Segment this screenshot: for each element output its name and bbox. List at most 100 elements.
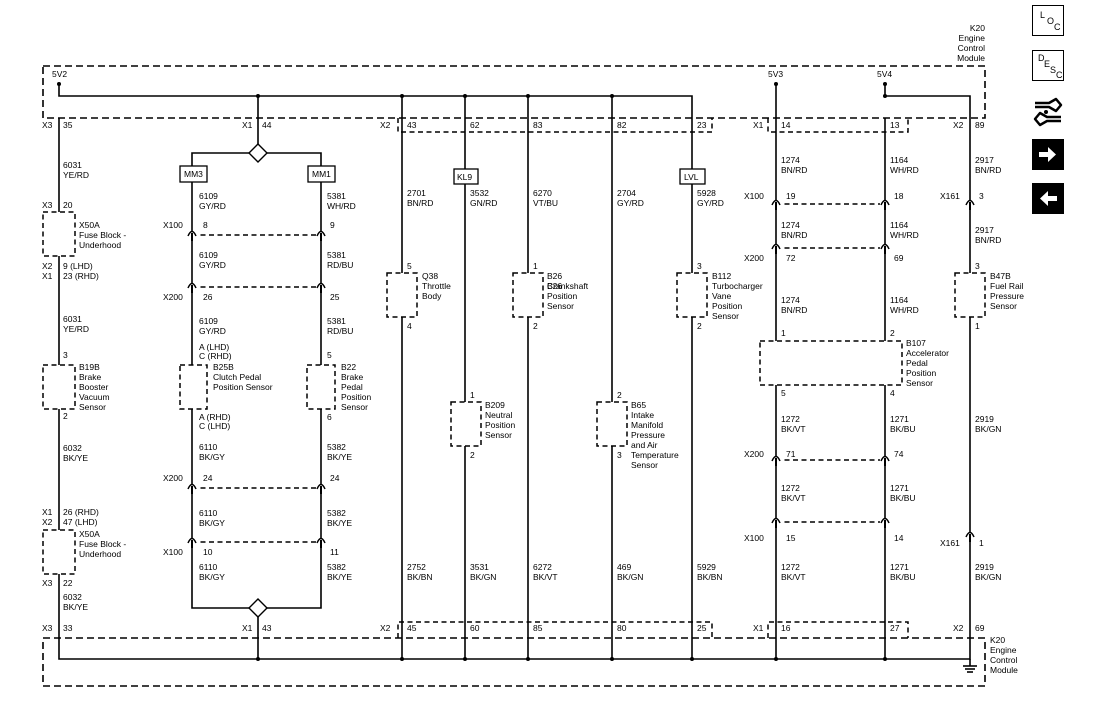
svg-text:Position: Position xyxy=(547,291,578,301)
svg-text:BK/VT: BK/VT xyxy=(533,572,558,582)
pin-female xyxy=(880,243,890,250)
svg-text:Engine: Engine xyxy=(959,33,986,43)
svg-text:71: 71 xyxy=(786,449,796,459)
svg-text:BN/RD: BN/RD xyxy=(407,198,433,208)
svg-text:2: 2 xyxy=(617,390,622,400)
svg-text:Sensor: Sensor xyxy=(547,301,574,311)
pin-female xyxy=(771,517,781,524)
svg-text:1: 1 xyxy=(979,538,984,548)
svg-text:44: 44 xyxy=(262,120,272,130)
svg-text:RD/BU: RD/BU xyxy=(327,326,353,336)
svg-text:X1: X1 xyxy=(753,623,764,633)
svg-text:Fuse Block -: Fuse Block - xyxy=(79,539,126,549)
tag-mm3 xyxy=(179,165,208,183)
svg-text:Engine: Engine xyxy=(990,645,1017,655)
description-button[interactable]: D E S C xyxy=(1032,50,1064,81)
svg-text:5929: 5929 xyxy=(697,562,716,572)
module-label-top: K20 Engine Control Module xyxy=(957,23,985,63)
pin-female xyxy=(965,531,975,538)
svg-text:C (LHD): C (LHD) xyxy=(199,421,230,431)
pin-female xyxy=(187,537,197,544)
splice-top xyxy=(248,143,268,163)
svg-text:89: 89 xyxy=(975,120,985,130)
svg-text:KL9: KL9 xyxy=(457,172,472,182)
connector-view-button[interactable] xyxy=(1032,95,1064,131)
svg-text:BK/YE: BK/YE xyxy=(327,518,352,528)
svg-text:6032: 6032 xyxy=(63,443,82,453)
svg-text:25: 25 xyxy=(330,292,340,302)
svg-text:Booster: Booster xyxy=(79,382,108,392)
svg-text:6270: 6270 xyxy=(533,188,552,198)
x1-bottom-bracket xyxy=(767,621,909,638)
svg-text:BK/YE: BK/YE xyxy=(63,453,88,463)
svg-text:X100: X100 xyxy=(744,191,764,201)
svg-text:6110: 6110 xyxy=(199,442,218,452)
module-bottom-box xyxy=(42,637,986,687)
svg-text:X1: X1 xyxy=(242,120,253,130)
svg-text:X3: X3 xyxy=(42,200,53,210)
svg-text:A (LHD): A (LHD) xyxy=(199,342,229,352)
svg-text:MM1: MM1 xyxy=(312,169,331,179)
svg-text:Position Sensor: Position Sensor xyxy=(213,382,273,392)
svg-text:BK/VT: BK/VT xyxy=(781,424,806,434)
svg-text:X2: X2 xyxy=(953,623,964,633)
svg-text:11: 11 xyxy=(330,547,339,557)
svg-text:Manifold: Manifold xyxy=(631,420,663,430)
svg-text:BN/RD: BN/RD xyxy=(781,230,807,240)
pin-female xyxy=(771,455,781,462)
sensor-b22 xyxy=(306,364,336,410)
svg-text:Sensor: Sensor xyxy=(341,402,368,412)
svg-text:9: 9 xyxy=(330,220,335,230)
svg-text:6031: 6031 xyxy=(63,160,82,170)
svg-text:5928: 5928 xyxy=(697,188,716,198)
svg-text:WH/RD: WH/RD xyxy=(890,230,919,240)
svg-text:62: 62 xyxy=(470,120,480,130)
svg-text:X3: X3 xyxy=(42,120,53,130)
svg-text:Underhood: Underhood xyxy=(79,549,121,559)
svg-text:BK/GY: BK/GY xyxy=(199,518,225,528)
svg-text:Vacuum: Vacuum xyxy=(79,392,110,402)
svg-text:1271: 1271 xyxy=(890,483,909,493)
svg-text:Vane: Vane xyxy=(712,291,731,301)
svg-text:2: 2 xyxy=(697,321,702,331)
svg-text:3531: 3531 xyxy=(470,562,489,572)
svg-text:5382: 5382 xyxy=(327,508,346,518)
svg-text:VT/BU: VT/BU xyxy=(533,198,558,208)
svg-text:A (RHD): A (RHD) xyxy=(199,412,231,422)
svg-text:X2: X2 xyxy=(953,120,964,130)
svg-text:B209: B209 xyxy=(485,400,505,410)
svg-text:2: 2 xyxy=(470,450,475,460)
svg-text:5382: 5382 xyxy=(327,442,346,452)
svg-text:5382: 5382 xyxy=(327,562,346,572)
svg-text:Sensor: Sensor xyxy=(990,301,1017,311)
svg-text:B47B: B47B xyxy=(990,271,1011,281)
svg-text:Position: Position xyxy=(712,301,743,311)
svg-text:Module: Module xyxy=(957,53,985,63)
svg-text:Underhood: Underhood xyxy=(79,240,121,250)
svg-text:Sensor: Sensor xyxy=(79,402,106,412)
svg-text:83: 83 xyxy=(533,120,543,130)
svg-text:X200: X200 xyxy=(163,473,183,483)
svg-text:X161: X161 xyxy=(940,538,960,548)
svg-text:24: 24 xyxy=(330,473,340,483)
pin-female xyxy=(316,537,326,544)
svg-text:and Air: and Air xyxy=(631,440,658,450)
svg-text:14: 14 xyxy=(781,120,791,130)
svg-text:14: 14 xyxy=(894,533,904,543)
svg-text:BN/RD: BN/RD xyxy=(781,305,807,315)
svg-text:Pressure: Pressure xyxy=(990,291,1024,301)
svg-text:2704: 2704 xyxy=(617,188,636,198)
svg-text:1271: 1271 xyxy=(890,562,909,572)
svg-text:1274: 1274 xyxy=(781,220,800,230)
svg-text:Pressure: Pressure xyxy=(631,430,665,440)
location-button[interactable]: L O C xyxy=(1032,5,1064,36)
previous-page-button[interactable] xyxy=(1032,183,1064,214)
svg-text:Neutral: Neutral xyxy=(485,410,513,420)
supply-5v3: 5V3 xyxy=(768,69,783,79)
next-page-button[interactable] xyxy=(1032,139,1064,170)
